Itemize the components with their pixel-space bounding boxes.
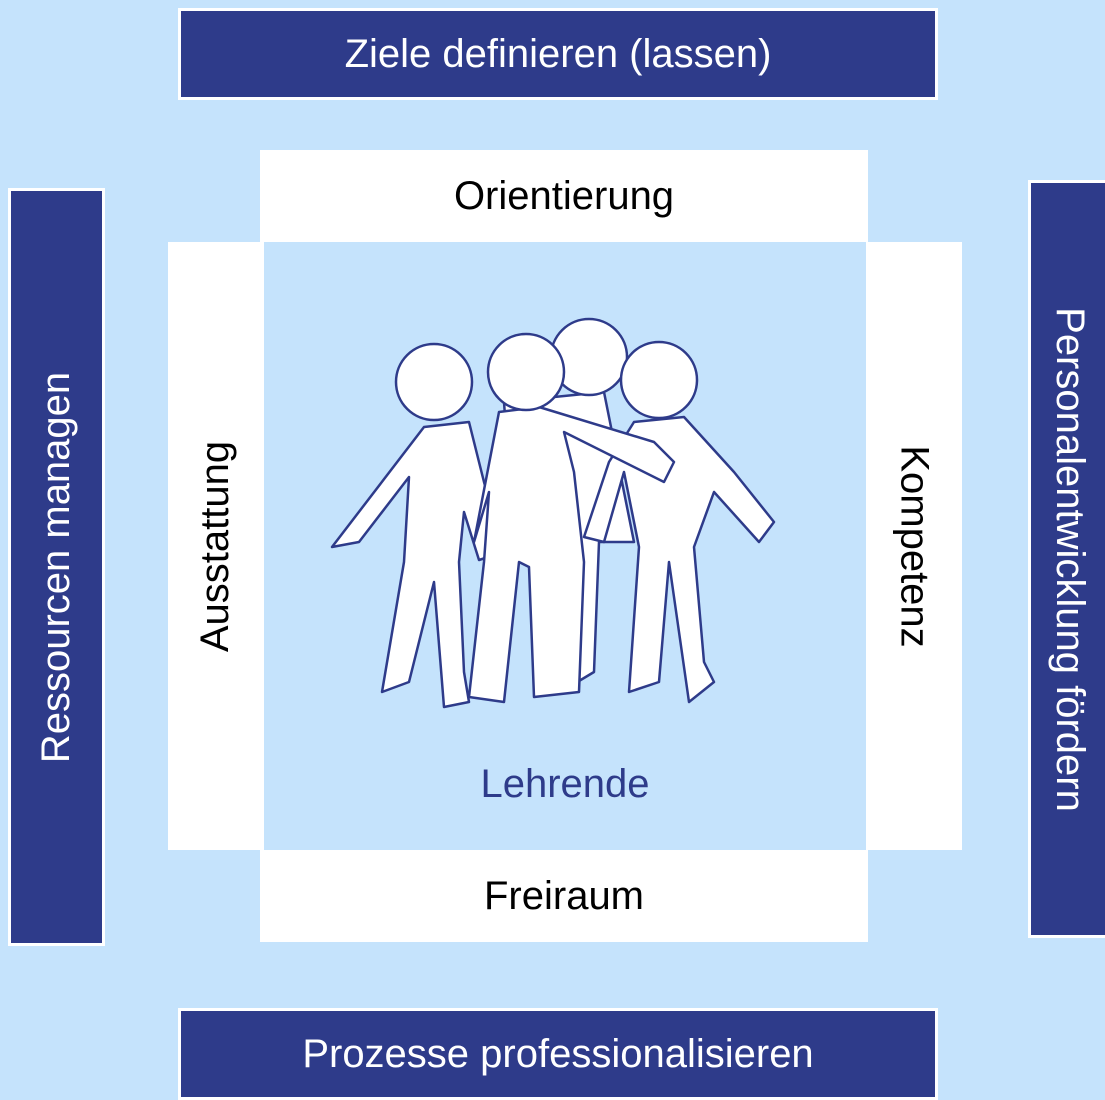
outer-right-label: Personalentwicklung fördern [1047, 306, 1092, 812]
inner-right-label: Kompetenz [892, 444, 937, 648]
outer-bottom-box: Prozesse professionalisieren [178, 1008, 938, 1100]
inner-bottom-box: Freiraum [260, 850, 868, 942]
inner-right-box: Kompetenz [866, 242, 962, 850]
person-front [467, 332, 676, 704]
inner-top-box: Orientierung [260, 150, 868, 242]
outer-bottom-label: Prozesse professionalisieren [302, 1031, 814, 1076]
center-label: Lehrende [480, 762, 650, 806]
inner-bottom-label: Freiraum [483, 873, 645, 918]
outer-left-box: Ressourcen managen [8, 188, 105, 946]
outer-right-box: Personalentwicklung fördern [1028, 180, 1105, 938]
inner-left-label: Ausstattung [193, 440, 238, 652]
outer-top-box: Ziele definieren (lassen) [178, 8, 938, 100]
outer-top-label: Ziele definieren (lassen) [344, 31, 772, 76]
inner-top-label: Orientierung [453, 173, 675, 218]
person-left [330, 342, 506, 709]
group-of-people-icon [330, 317, 776, 709]
inner-left-box: Ausstattung [168, 242, 264, 850]
outer-left-label: Ressourcen managen [34, 371, 79, 763]
person-right [582, 340, 776, 704]
center-area: Lehrende [264, 242, 866, 850]
